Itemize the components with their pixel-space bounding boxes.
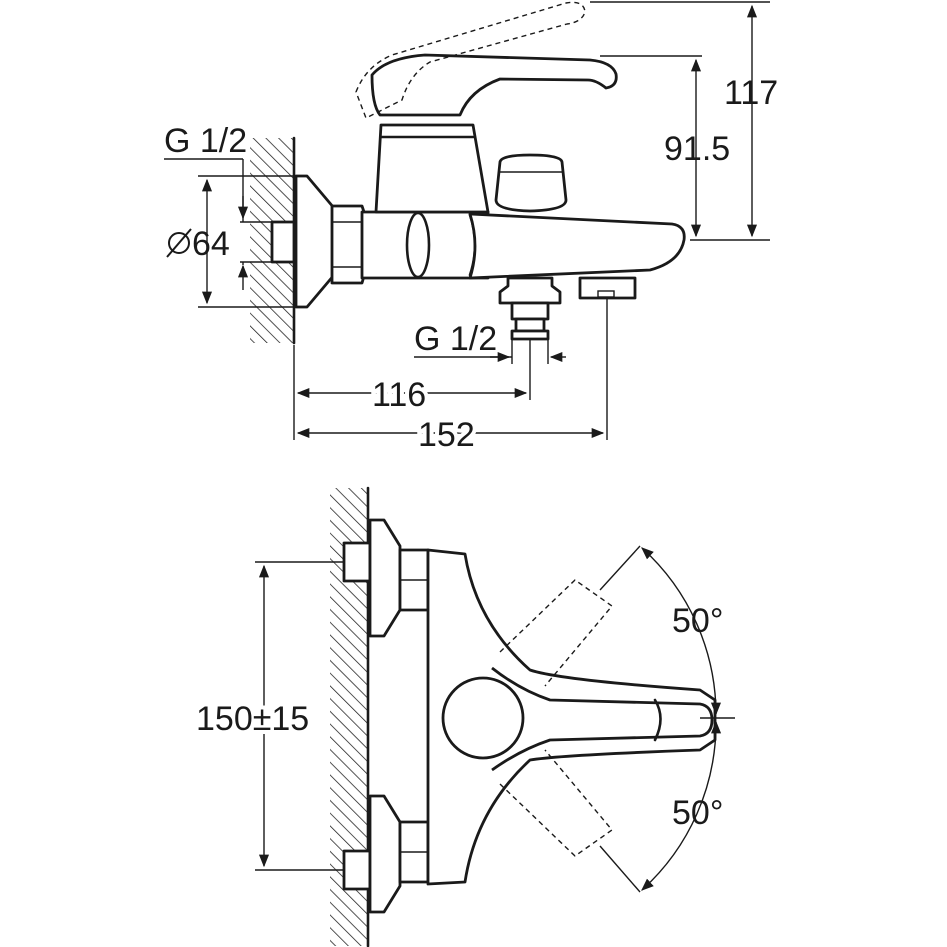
dim-outlet-thread: G 1/2 (414, 320, 497, 358)
lever-handle-raised (355, 1, 586, 119)
dim-height-spout: 91.5 (664, 130, 730, 168)
spout (468, 212, 686, 280)
dim-height-total: 117 (724, 74, 778, 112)
angle-arc-lower (641, 720, 722, 891)
side-view: 117 91.5 G 1/2 64 G 1/2 116 (164, 1, 778, 458)
upper-flange (368, 518, 402, 638)
angle-upper: 50° (672, 602, 723, 640)
lower-flange (368, 794, 402, 914)
diverter-knob (494, 153, 568, 213)
angle-lower: 50° (672, 794, 723, 832)
shower-outlet-side (498, 276, 562, 305)
dim-center-distance: 150±15 (196, 700, 309, 738)
diameter-symbol (166, 228, 192, 258)
lever-rotated-down (499, 749, 614, 857)
front-view: 50° 50° 150±15 (192, 486, 735, 947)
aerator (578, 276, 637, 300)
upper-inlet-stub (342, 541, 372, 583)
hex-nut-side (330, 204, 366, 285)
dim-inlet-thread: G 1/2 (164, 122, 247, 160)
dim-flange-diameter: 64 (192, 225, 230, 263)
dim-depth-total: 152 (418, 416, 475, 454)
wall-flange (294, 174, 336, 309)
lever-rotated-up (499, 579, 614, 687)
lever-front (491, 666, 714, 772)
dim-depth-outlet: 116 (372, 376, 426, 414)
inlet-stub (270, 220, 296, 264)
cartridge-dome (441, 676, 525, 760)
angle-arc-upper (641, 547, 721, 716)
cartridge-column (374, 123, 490, 214)
lever-handle (370, 53, 618, 117)
lower-inlet-stub (342, 849, 372, 891)
